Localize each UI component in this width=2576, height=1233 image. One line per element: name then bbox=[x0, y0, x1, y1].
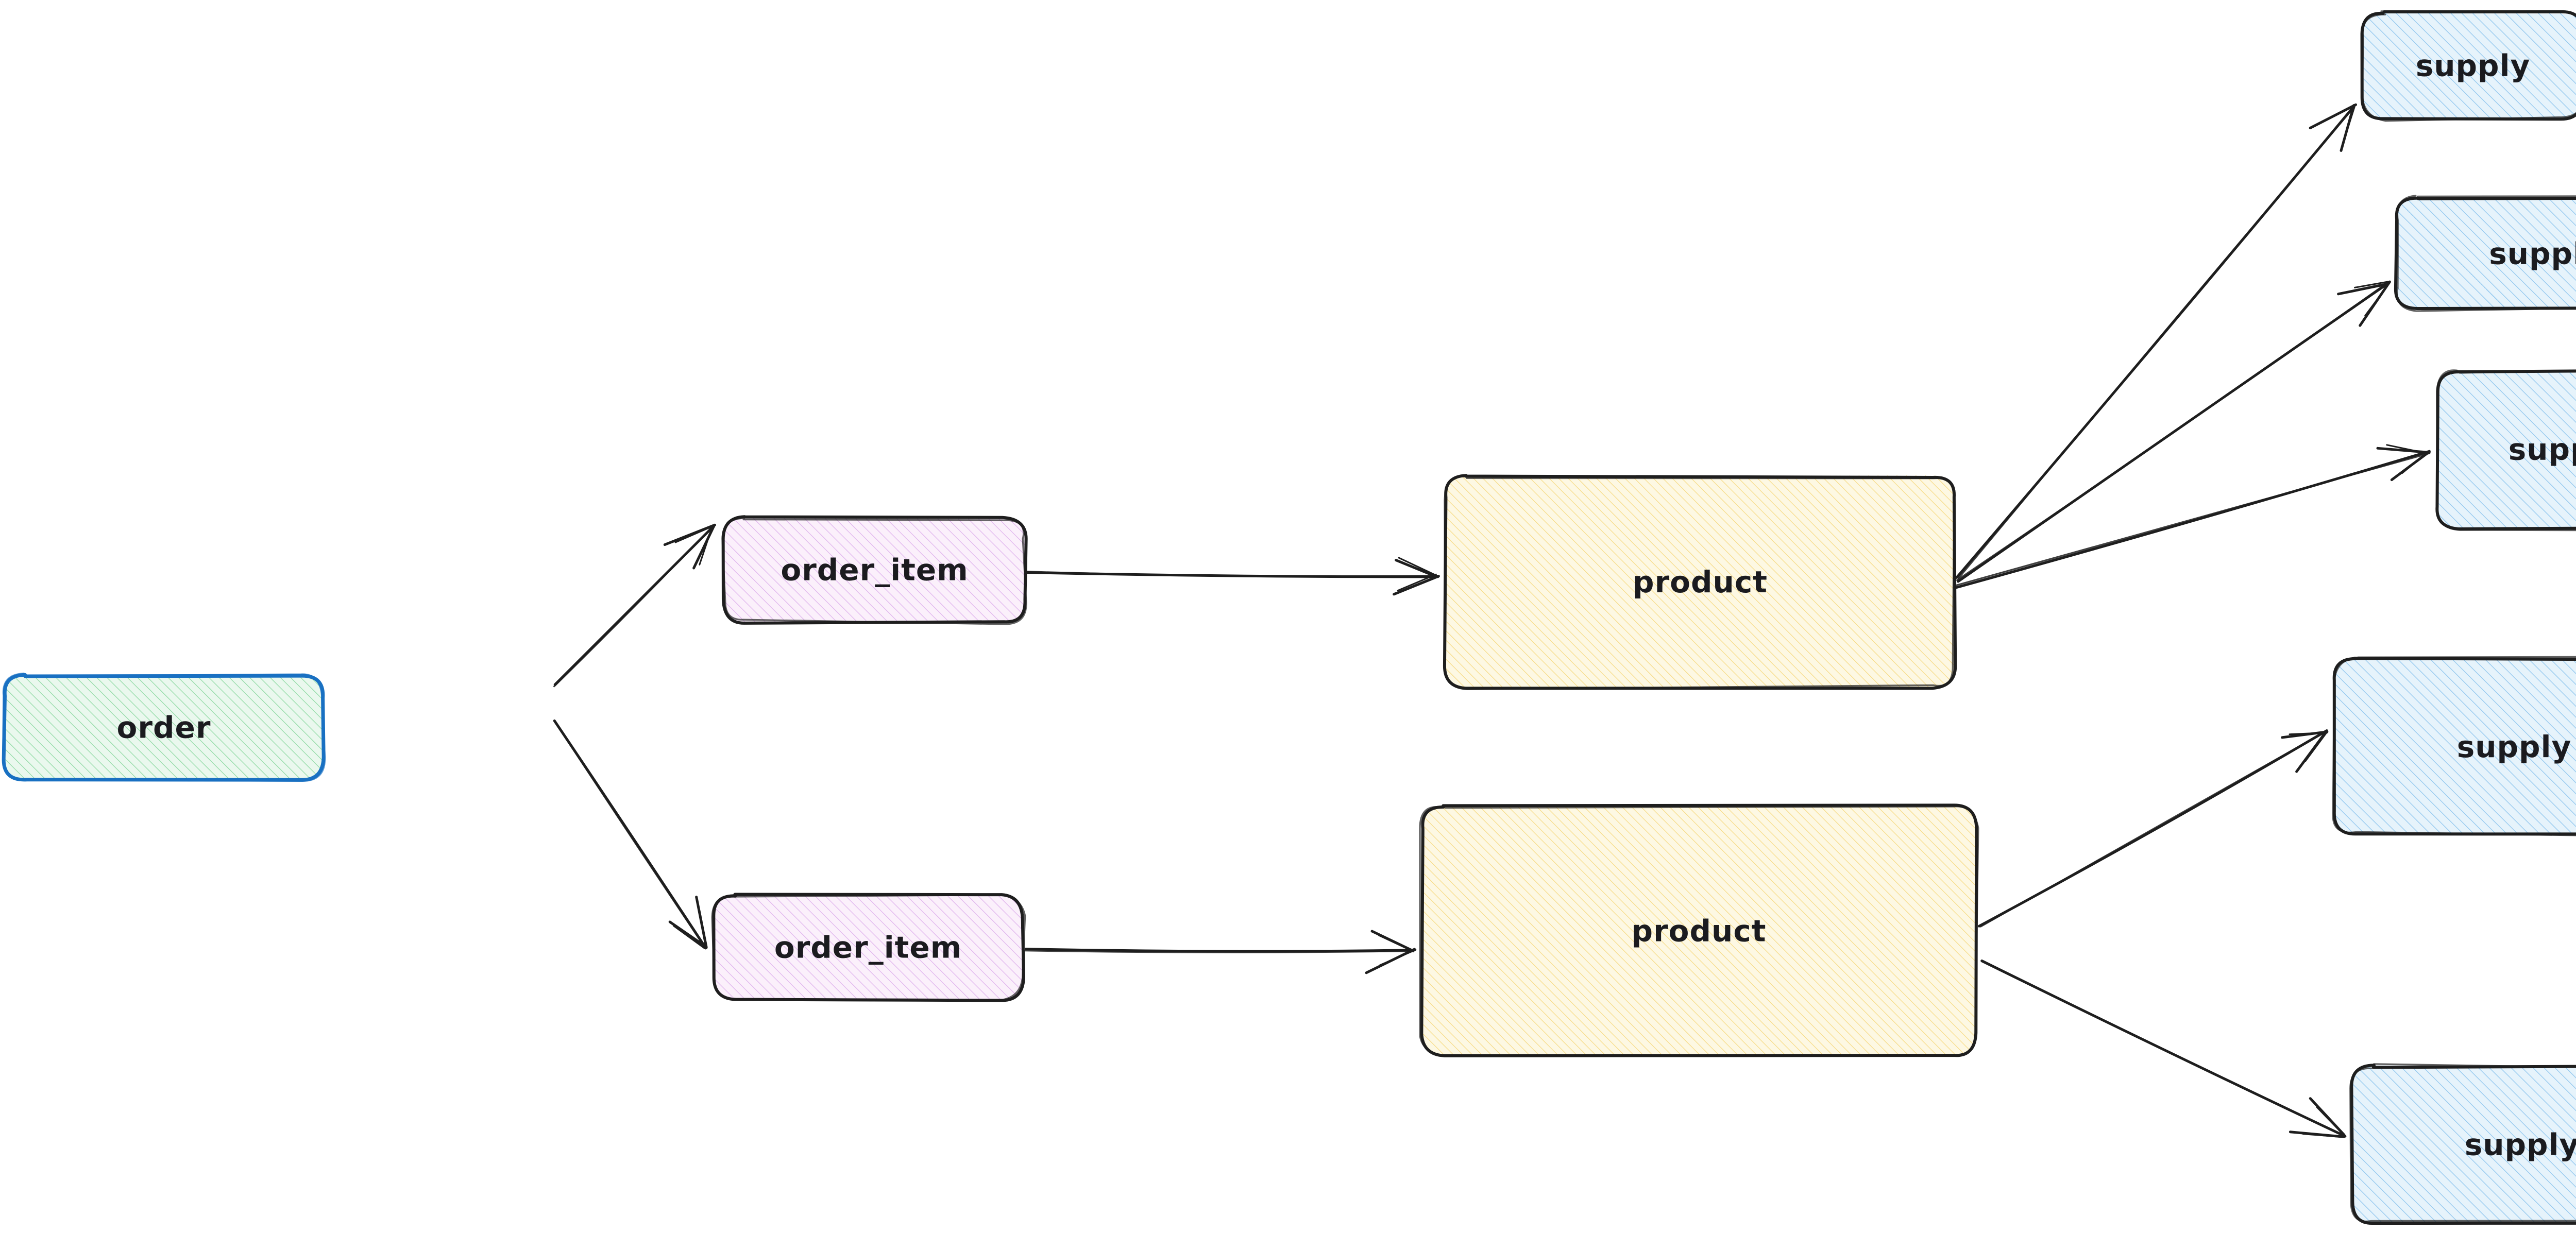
edge-line bbox=[1024, 948, 1416, 953]
node-label: order_item bbox=[781, 553, 968, 588]
arrowhead-barb bbox=[2316, 1106, 2344, 1136]
arrowhead-barb bbox=[2289, 731, 2328, 735]
edge-line bbox=[1955, 452, 2431, 586]
node-outline bbox=[711, 894, 1026, 1001]
node-label: supply bbox=[2489, 236, 2576, 271]
node-hatch bbox=[2436, 370, 2576, 528]
arrowhead-barb bbox=[2337, 282, 2390, 296]
edge-product_2-to-supply_4 bbox=[1977, 729, 2329, 928]
arrowhead-barb bbox=[2317, 104, 2356, 125]
edge-product_1-to-supply_3 bbox=[1955, 444, 2431, 589]
arrowhead-barb bbox=[1379, 949, 1417, 966]
node-outline bbox=[2332, 657, 2576, 836]
node-product_2[interactable]: product bbox=[1419, 803, 1979, 1057]
node-supply_5[interactable]: supply bbox=[2349, 1063, 2576, 1225]
arrowhead-barb bbox=[2354, 281, 2389, 288]
arrowhead-barb bbox=[673, 925, 705, 949]
arrowhead-barb bbox=[1378, 934, 1415, 953]
node-outline bbox=[1419, 806, 1979, 1057]
edge-order-to-order_item_2 bbox=[553, 719, 708, 950]
edge-line bbox=[1026, 571, 1438, 577]
edge-line bbox=[553, 720, 707, 950]
arrowhead-barb bbox=[2302, 1133, 2345, 1138]
edge-line bbox=[553, 525, 714, 688]
node-supply_4[interactable]: supply bbox=[2332, 656, 2576, 837]
arrowhead-barb bbox=[1393, 575, 1440, 596]
node-label: supply bbox=[2509, 432, 2576, 467]
node-outline bbox=[2435, 369, 2576, 530]
arrowhead-barb bbox=[2386, 444, 2429, 455]
node-product_1[interactable]: product bbox=[1443, 474, 1957, 690]
arrowhead-barb bbox=[674, 525, 714, 543]
edge-order_item_1-to-product_1 bbox=[1026, 557, 1440, 596]
node-order_item_1[interactable]: order_item bbox=[721, 515, 1028, 625]
edge-layer bbox=[553, 103, 2431, 1138]
node-hatch bbox=[1421, 805, 1977, 1055]
node-order_item_2[interactable]: order_item bbox=[711, 893, 1026, 1002]
node-hatch bbox=[3, 675, 324, 781]
edge-product_1-to-supply_2 bbox=[1956, 280, 2391, 583]
node-supply_1[interactable]: supply bbox=[2360, 10, 2576, 122]
node-outline bbox=[2436, 369, 2576, 532]
edge-line bbox=[1023, 950, 1414, 953]
node-hatch bbox=[1444, 475, 1955, 688]
node-label: supply bbox=[2465, 1127, 2576, 1162]
node-hatch bbox=[2361, 12, 2576, 119]
arrowhead-barb bbox=[2304, 731, 2328, 762]
arrowhead-barb bbox=[2364, 282, 2391, 317]
edge-order_item_2-to-product_2 bbox=[1023, 930, 1417, 974]
node-supply_2[interactable]: supply bbox=[2394, 195, 2576, 312]
edge-order-to-order_item_1 bbox=[553, 523, 717, 688]
arrowhead-barb bbox=[1397, 573, 1437, 592]
arrowhead-barb bbox=[2295, 730, 2328, 773]
edge-line bbox=[1980, 961, 2345, 1137]
node-hatch bbox=[2352, 1065, 2576, 1223]
node-hatch bbox=[2395, 197, 2576, 310]
edge-line bbox=[1979, 729, 2328, 928]
arrowhead-barb bbox=[1398, 557, 1439, 577]
node-label: supply bbox=[2416, 48, 2531, 83]
node-outline bbox=[721, 517, 1027, 625]
edge-line bbox=[1957, 106, 2355, 579]
node-supply_3[interactable]: supply bbox=[2435, 369, 2576, 532]
edge-product_1-to-supply_1 bbox=[1955, 103, 2358, 579]
node-order[interactable]: order bbox=[2, 672, 326, 782]
node-outline bbox=[2361, 10, 2576, 122]
node-label: product bbox=[1633, 564, 1768, 600]
arrowhead-barb bbox=[2401, 450, 2431, 474]
node-hatch bbox=[724, 517, 1026, 623]
node-label: order_item bbox=[774, 930, 962, 965]
node-outline bbox=[2396, 195, 2576, 312]
node-label: order bbox=[117, 710, 211, 745]
node-label: product bbox=[1632, 914, 1767, 949]
node-layer: orderorder_itemorder_itemproductproducts… bbox=[2, 10, 2576, 1225]
node-outline bbox=[2, 672, 326, 782]
node-hatch bbox=[713, 894, 1024, 1000]
arrowhead-barb bbox=[2343, 105, 2355, 143]
node-outline bbox=[1444, 475, 1955, 690]
arrowhead-barb bbox=[668, 920, 707, 948]
edge-product_2-to-supply_5 bbox=[1980, 959, 2347, 1138]
edge-line bbox=[1956, 281, 2390, 581]
node-outline bbox=[2332, 656, 2576, 836]
node-outline bbox=[2349, 1063, 2576, 1223]
node-label: supply bbox=[2457, 729, 2572, 764]
arrowhead-barb bbox=[1395, 559, 1438, 578]
arrowhead-barb bbox=[699, 910, 708, 948]
arrowhead-barb bbox=[699, 525, 714, 566]
node-hatch bbox=[2333, 659, 2576, 835]
